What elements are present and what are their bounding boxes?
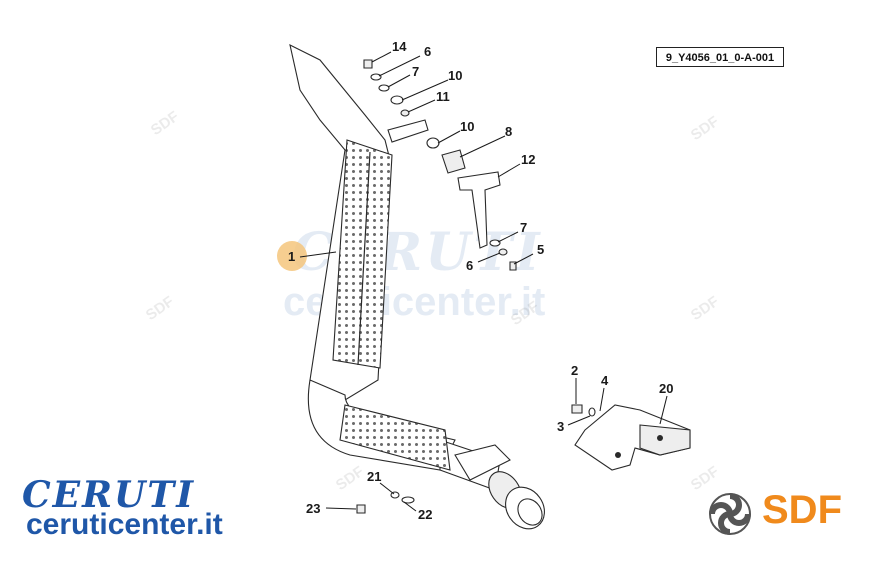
callout-12: 12 — [521, 152, 535, 167]
shield-seam — [357, 151, 371, 366]
callout-22: 22 — [418, 507, 432, 522]
callout-10: 10 — [448, 68, 462, 83]
ceruti-logo: CERUTI — [22, 474, 196, 516]
drawing-code-box: 9_Y4056_01_0-A-001 — [656, 47, 784, 67]
part-highlight — [277, 241, 307, 271]
callout-5: 5 — [537, 242, 544, 257]
callout-14: 14 — [392, 39, 407, 54]
callout-21: 21 — [367, 469, 381, 484]
callout-6: 6 — [424, 44, 431, 59]
callout-23: 23 — [306, 501, 320, 516]
callout-7: 7 — [520, 220, 527, 235]
pipe-flange — [454, 444, 545, 530]
mounting-bracket — [571, 404, 691, 471]
callout-10: 10 — [460, 119, 474, 134]
callout-8: 8 — [505, 124, 512, 139]
pipe-bracket — [387, 119, 429, 143]
ceruti-url: ceruticenter.it — [26, 508, 223, 541]
callout-7: 7 — [412, 64, 419, 79]
callout-1: 1 — [288, 249, 295, 264]
heat-shield-horizontal — [339, 404, 451, 471]
callout-6: 6 — [466, 258, 473, 273]
heat-shield-vertical — [332, 139, 393, 369]
callout-lines — [299, 51, 668, 512]
callout-11: 11 — [436, 89, 450, 104]
lower-hardware — [356, 491, 415, 514]
callout-3: 3 — [557, 419, 564, 434]
callout-2: 2 — [571, 363, 578, 378]
sdf-wordmark: SDF — [762, 488, 842, 532]
callout-4: 4 — [601, 373, 609, 388]
callout-20: 20 — [659, 381, 673, 396]
